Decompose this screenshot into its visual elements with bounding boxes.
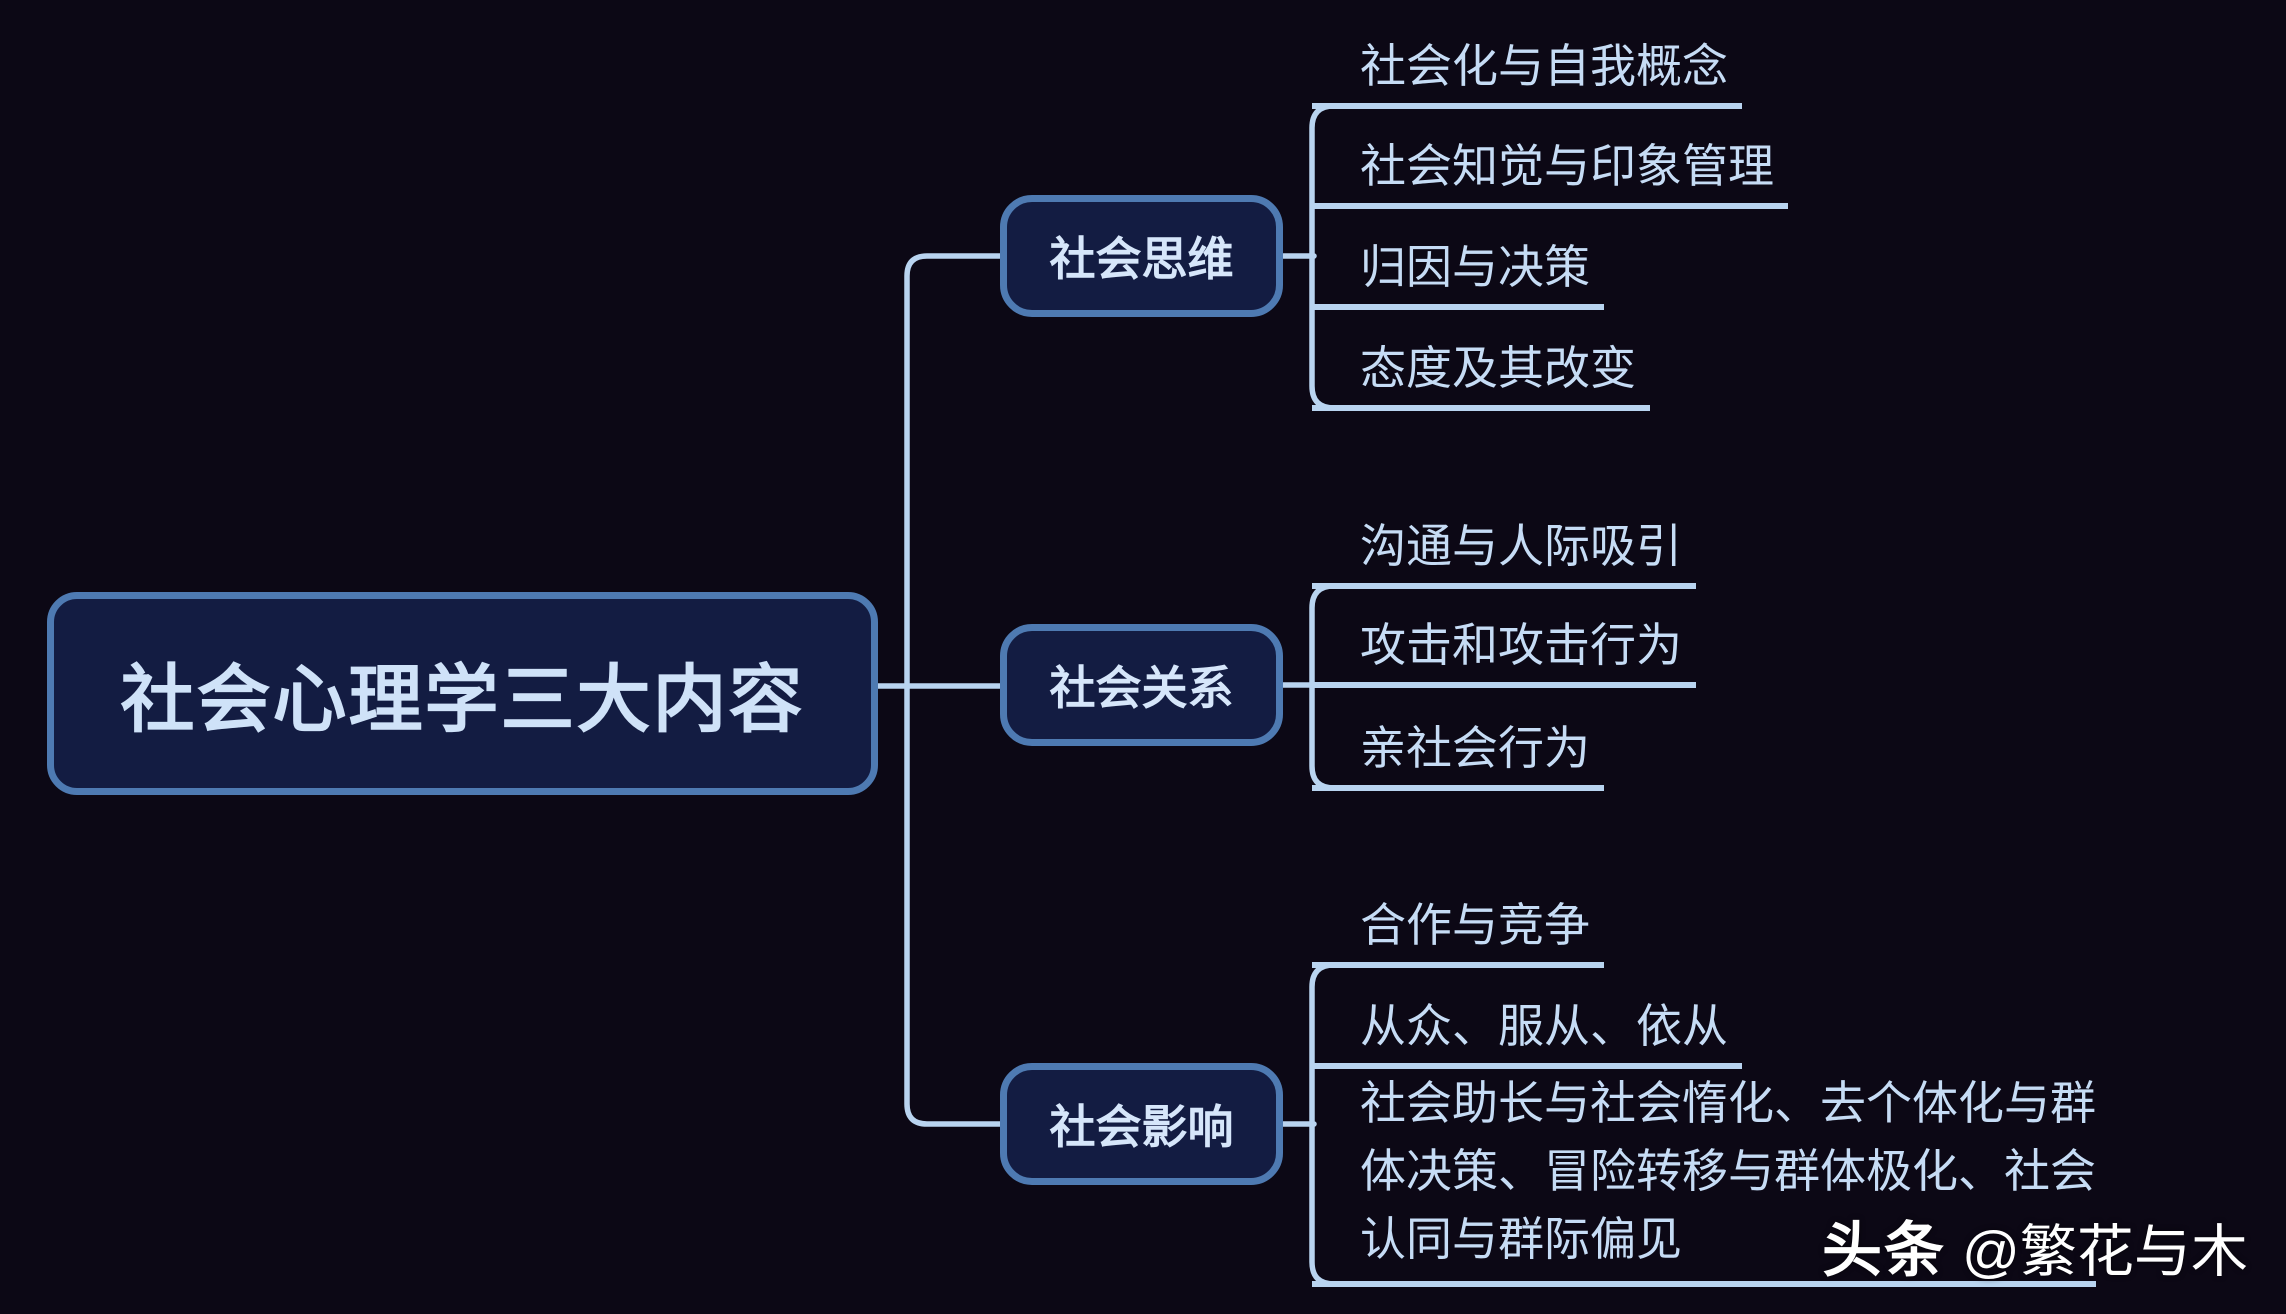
- watermark-brand-logo: 头条: [1822, 1217, 1946, 1284]
- leaf-socialization-self-concept[interactable]: 社会化与自我概念: [1312, 39, 1742, 109]
- leaf-conformity-obedience-compliance[interactable]: 从众、服从、依从: [1312, 999, 1742, 1069]
- connector-spine: [904, 253, 1003, 1127]
- branch-node-social-influence[interactable]: 社会影响: [1000, 1063, 1283, 1185]
- branch-node-social-relations[interactable]: 社会关系: [1000, 624, 1283, 746]
- leaf-aggression-behavior[interactable]: 攻击和攻击行为: [1312, 618, 1696, 688]
- leaf-communication-attraction[interactable]: 沟通与人际吸引: [1312, 519, 1696, 589]
- branch-node-social-thinking[interactable]: 社会思维: [1000, 195, 1283, 317]
- watermark-author-handle: @繁花与木: [1962, 1220, 2248, 1284]
- watermark: 头条 @繁花与木: [1822, 1202, 2248, 1289]
- leaf-prosocial-behavior[interactable]: 亲社会行为: [1312, 721, 1604, 791]
- leaf-attitude-change[interactable]: 态度及其改变: [1312, 341, 1650, 411]
- leaf-social-perception-impression[interactable]: 社会知觉与印象管理: [1312, 139, 1788, 209]
- leaf-cooperation-competition[interactable]: 合作与竞争: [1312, 898, 1604, 968]
- leaf-group-processes[interactable]: 社会助长与社会惰化、去个体化与群体决策、冒险转移与群体极化、社会认同与群际偏见: [1312, 1069, 2096, 1287]
- root-node[interactable]: 社会心理学三大内容: [47, 592, 878, 795]
- leaf-attribution-decision[interactable]: 归因与决策: [1312, 240, 1604, 310]
